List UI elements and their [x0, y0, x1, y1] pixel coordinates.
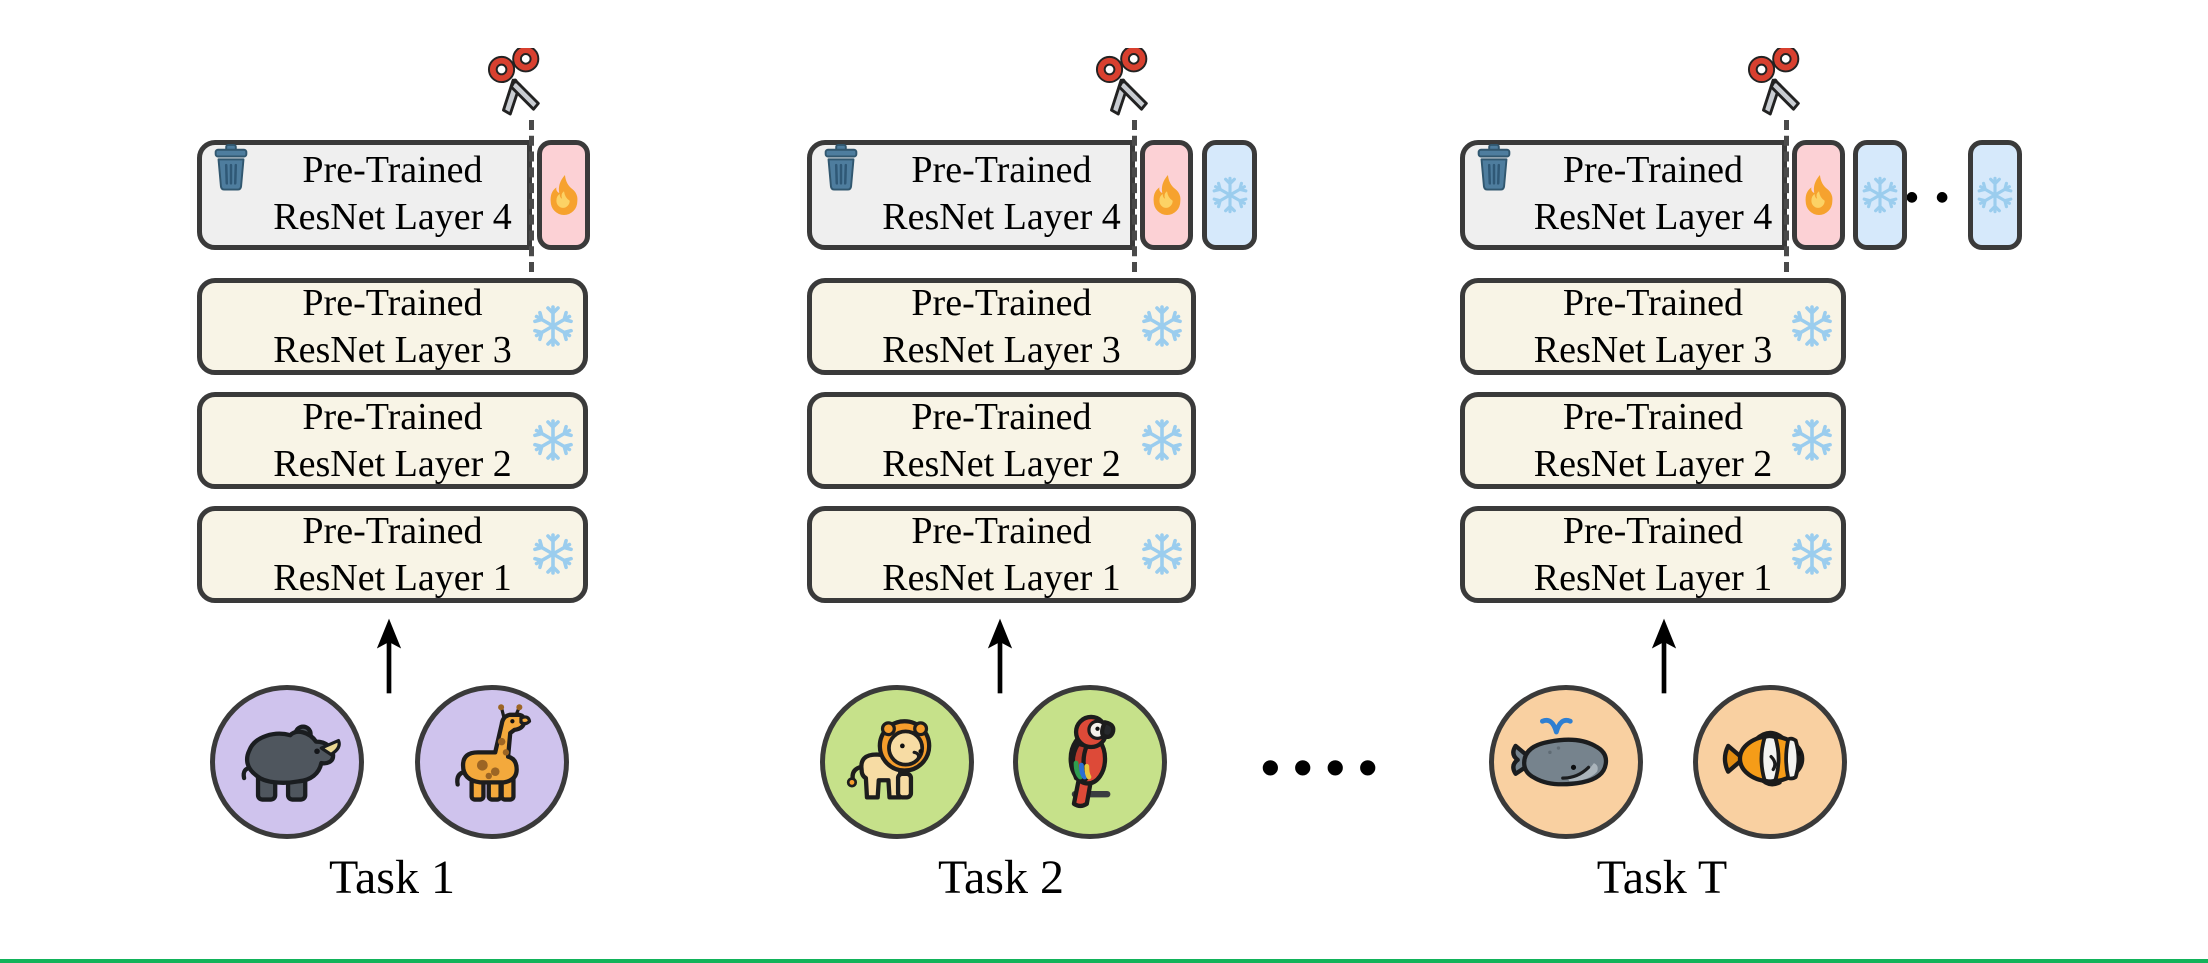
layer1-box-task2: [807, 506, 1196, 603]
layer1-label-task2: Pre-Trained ResNet Layer 1: [882, 510, 1121, 599]
clownfish-icon: [1711, 703, 1829, 821]
layer3-box-taskT: [1460, 278, 1846, 375]
layer4-label-task1: Pre-Trained ResNet Layer 4: [197, 147, 588, 241]
layer1-box-taskT: [1460, 506, 1846, 603]
layer2-box-task2: [807, 392, 1196, 489]
taskT-label: Task T: [1596, 851, 1728, 904]
scissors-icon: [487, 48, 549, 120]
layer2-box-taskT: [1460, 392, 1846, 489]
trainable-segment-task2: [1140, 140, 1193, 250]
input-arrow-taskT: [1650, 616, 1678, 696]
layer4-line2: ResNet Layer 4: [273, 196, 512, 238]
layer4-line1: Pre-Trained: [302, 149, 483, 191]
snowflake-icon: [529, 416, 577, 464]
snowflake-icon: [1859, 174, 1901, 216]
snowflake-icon: [1788, 530, 1836, 578]
frozen-segment-taskT-1: [1853, 140, 1907, 250]
cut-line-taskT: [1784, 120, 1789, 272]
class-circle-clownfish: [1693, 685, 1847, 839]
giraffe-icon: [433, 703, 551, 821]
input-arrow-task1: [375, 616, 403, 696]
class-circle-lion: [820, 685, 974, 839]
layer1-label-task1: Pre-Trained ResNet Layer 1: [273, 510, 512, 599]
trash-icon: [213, 144, 249, 192]
trash-icon: [1476, 144, 1512, 192]
rhinoceros-icon: [228, 703, 346, 821]
snowflake-icon: [1138, 302, 1186, 350]
scissors-icon: [1747, 48, 1809, 120]
layer3-label-task2: Pre-Trained ResNet Layer 3: [882, 282, 1121, 371]
task2-label: Task 2: [938, 851, 1064, 904]
class-circle-giraffe: [415, 685, 569, 839]
class-circle-whale: [1489, 685, 1643, 839]
cut-line-task2: [1132, 120, 1137, 272]
ellipsis-tasks: ●●●●: [1261, 754, 1392, 778]
trainable-segment-task1: [537, 140, 590, 250]
frozen-segment-task2: [1202, 140, 1257, 250]
parrot-icon: [1031, 703, 1149, 821]
snowflake-icon: [1138, 530, 1186, 578]
layer2-label-task1: Pre-Trained ResNet Layer 2: [273, 396, 512, 485]
snowflake-icon: [1974, 174, 2016, 216]
snowflake-icon: [1209, 174, 1251, 216]
snowflake-icon: [529, 530, 577, 578]
layer2-box-task1: [197, 392, 588, 489]
lion-icon: [838, 703, 956, 821]
trainable-segment-taskT: [1792, 140, 1845, 250]
input-arrow-task2: [986, 616, 1014, 696]
class-circle-rhino: [210, 685, 364, 839]
layer4-label-task2: Pre-Trained ResNet Layer 4: [882, 149, 1121, 238]
layer4-box-task1: [197, 140, 532, 250]
layer3-label-task1: Pre-Trained ResNet Layer 3: [273, 282, 512, 371]
layer3-label-taskT: Pre-Trained ResNet Layer 3: [1533, 282, 1773, 371]
layer2-label-task2: Pre-Trained ResNet Layer 2: [882, 396, 1121, 485]
snowflake-icon: [1138, 416, 1186, 464]
frozen-segment-taskT-2: [1968, 140, 2022, 250]
task1-label: Task 1: [329, 851, 455, 904]
ellipsis-segments: ●●: [1905, 189, 1967, 205]
bottom-accent-bar: [0, 959, 2208, 963]
whale-icon: [1507, 703, 1625, 821]
layer2-label-taskT: Pre-Trained ResNet Layer 2: [1533, 396, 1773, 485]
snowflake-icon: [529, 302, 577, 350]
snowflake-icon: [1788, 416, 1836, 464]
layer4-label-taskT: Pre-Trained ResNet Layer 4: [1533, 149, 1773, 238]
snowflake-icon: [1788, 302, 1836, 350]
layer3-box-task1: [197, 278, 588, 375]
layer4-box-task2: [807, 140, 1135, 250]
layer3-box-task2: [807, 278, 1196, 375]
layer1-box-task1: [197, 506, 588, 603]
class-circle-parrot: [1013, 685, 1167, 839]
trash-icon: [823, 144, 859, 192]
layer1-label-taskT: Pre-Trained ResNet Layer 1: [1533, 510, 1773, 599]
cut-line-task1: [529, 120, 534, 272]
scissors-icon: [1095, 48, 1157, 120]
